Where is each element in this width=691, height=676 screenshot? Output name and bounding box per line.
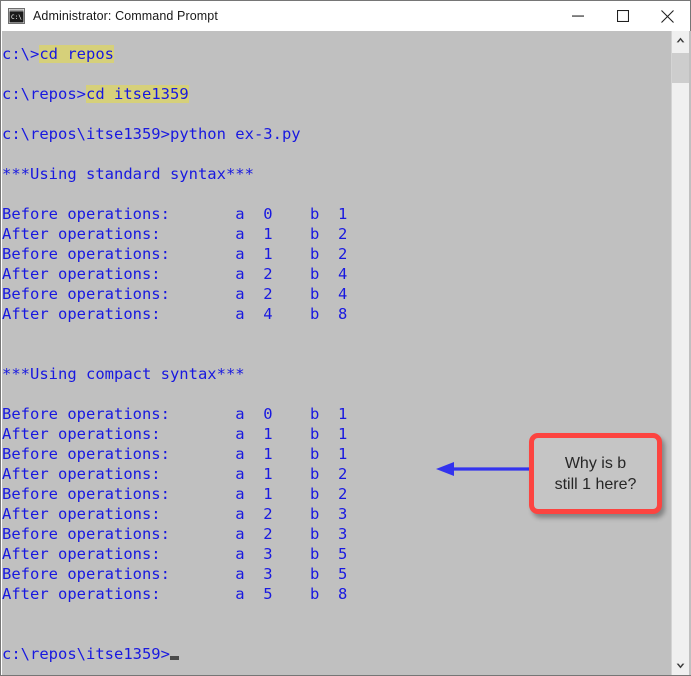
- minimize-button[interactable]: [555, 1, 600, 31]
- maximize-icon: [616, 10, 629, 22]
- console-cursor: [169, 656, 179, 660]
- console-line-cmp-row-5: Before operations: a 1 b 2: [2, 485, 348, 503]
- console-line-cmp-row-8: After operations: a 3 b 5: [2, 545, 348, 563]
- annotation-callout: Why is b still 1 here?: [529, 433, 662, 514]
- console-line-cmp-row-1: Before operations: a 0 b 1: [2, 405, 348, 423]
- console-prompt: c:\repos\itse1359>: [2, 645, 170, 663]
- svg-text:C:\: C:\: [11, 14, 22, 21]
- scrollbar-down-button[interactable]: [672, 657, 689, 675]
- console-line-final-prompt: c:\repos\itse1359>: [2, 644, 674, 664]
- console-line-header-compact: ***Using compact syntax***: [2, 365, 245, 383]
- console-line-header-standard: ***Using standard syntax***: [2, 165, 254, 183]
- console-output-area[interactable]: c:\>cd repos c:\repos>cd itse1359 c:\rep…: [2, 31, 691, 675]
- console-line-cmd-cd-repos: c:\>cd repos: [2, 44, 674, 64]
- vertical-scrollbar[interactable]: [671, 31, 689, 675]
- console-line-cmp-row-9: Before operations: a 3 b 5: [2, 565, 348, 583]
- console-line-blank-3: [2, 144, 674, 164]
- console-prompt: c:\>: [2, 45, 40, 63]
- console-prompt: c:\repos\itse1359>: [2, 125, 170, 143]
- console-line-cmd-run-python: c:\repos\itse1359>python ex-3.py: [2, 124, 674, 144]
- console-line-cmp-row-4: After operations: a 1 b 2: [2, 465, 348, 483]
- console-command: cd repos: [39, 45, 114, 63]
- console-line-std-row-2: After operations: a 1 b 2: [2, 225, 348, 243]
- console-prompt: c:\repos>: [2, 85, 86, 103]
- console-line-blank-8: [2, 604, 674, 624]
- chevron-up-icon: [676, 37, 685, 43]
- console-line-cmd-cd-itse1359: c:\repos>cd itse1359: [2, 84, 674, 104]
- scrollbar-thumb[interactable]: [672, 53, 689, 83]
- console-line-std-row-5: Before operations: a 2 b 4: [2, 285, 348, 303]
- console-command: cd itse1359: [86, 85, 189, 103]
- console-line-cmp-row-7: Before operations: a 2 b 3: [2, 525, 348, 543]
- maximize-button[interactable]: [600, 1, 645, 31]
- console-line-blank-5: [2, 324, 674, 344]
- window-title: Administrator: Command Prompt: [33, 9, 218, 23]
- annotation-callout-text: Why is b still 1 here?: [554, 454, 637, 493]
- console-text-buffer: c:\>cd repos c:\repos>cd itse1359 c:\rep…: [2, 44, 674, 664]
- console-line-std-row-1: Before operations: a 0 b 1: [2, 205, 348, 223]
- title-bar[interactable]: C:\ Administrator: Command Prompt: [1, 1, 690, 31]
- console-line-cmp-row-3: Before operations: a 1 b 1: [2, 445, 348, 463]
- console-line-std-row-4: After operations: a 2 b 4: [2, 265, 348, 283]
- console-line-cmp-row-2: After operations: a 1 b 1: [2, 425, 348, 443]
- chevron-down-icon: [676, 663, 685, 669]
- console-line-blank-6: [2, 344, 674, 364]
- console-line-blank-9: [2, 624, 674, 644]
- close-button[interactable]: [645, 1, 690, 31]
- console-line-std-row-3: Before operations: a 1 b 2: [2, 245, 348, 263]
- console-line-cmp-row-6: After operations: a 2 b 3: [2, 505, 348, 523]
- cmd-console-icon: C:\: [8, 8, 25, 24]
- console-line-blank-2: [2, 104, 674, 124]
- close-icon: [661, 9, 674, 23]
- console-command: python ex-3.py: [169, 125, 301, 143]
- console-line-blank-1: [2, 64, 674, 84]
- console-line-std-row-6: After operations: a 4 b 8: [2, 305, 348, 323]
- console-line-blank-7: [2, 384, 674, 404]
- console-line-cmp-row-10: After operations: a 5 b 8: [2, 585, 348, 603]
- scrollbar-up-button[interactable]: [672, 31, 689, 49]
- minimize-icon: [571, 15, 584, 17]
- console-line-blank-4: [2, 184, 674, 204]
